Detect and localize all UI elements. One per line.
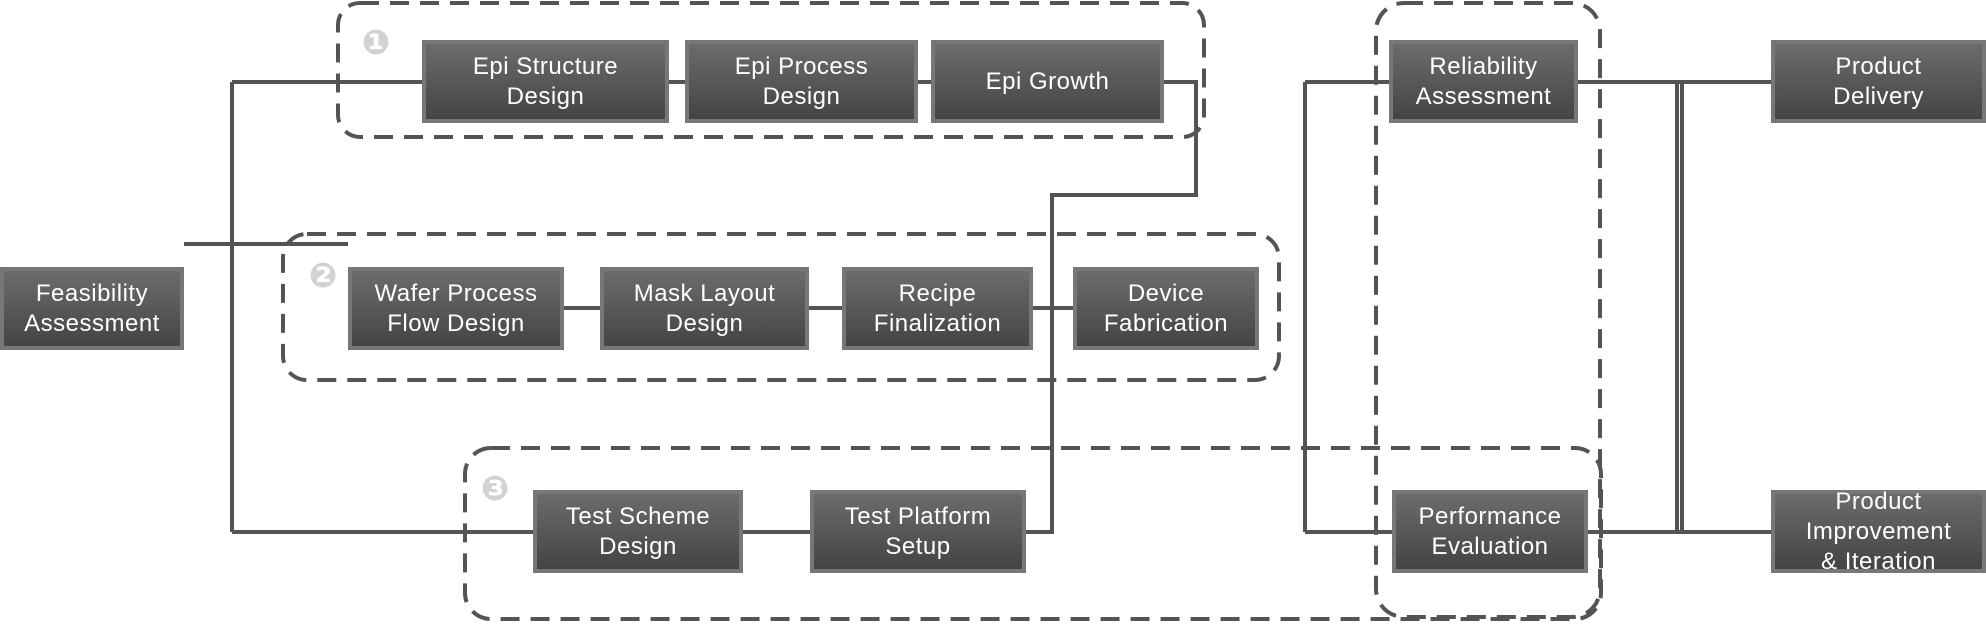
process-box-bg — [0, 267, 184, 350]
process-box-bg — [1771, 490, 1986, 573]
process-box-label: & Iteration — [1821, 548, 1936, 575]
process-box-bg — [1392, 490, 1588, 573]
process-box-bg — [348, 267, 564, 350]
process-box-label: Assessment — [24, 310, 160, 337]
process-box-label: Mask Layout — [634, 280, 776, 307]
process-box-label: Flow Design — [387, 310, 525, 337]
process-box-label: Design — [763, 83, 841, 110]
group-2-marker-icon: ❷ — [309, 257, 338, 295]
process-box-label: Device — [1128, 280, 1204, 307]
process-box-label: Product — [1835, 488, 1921, 515]
process-box-bg — [422, 40, 669, 123]
process-box-label: Evaluation — [1431, 533, 1548, 560]
process-box-label: Setup — [885, 533, 950, 560]
process-box-label: Test Scheme — [566, 503, 710, 530]
process-box-label: Fabrication — [1104, 310, 1228, 337]
process-box-bg — [931, 40, 1164, 123]
process-box-bg — [810, 490, 1026, 573]
process-box-label: Reliability — [1429, 53, 1537, 80]
process-box-label: Recipe — [899, 280, 977, 307]
process-box-bg — [533, 490, 743, 573]
process-box-bg — [1389, 40, 1578, 123]
connector-trunk-to-epi — [230, 80, 533, 534]
process-box-label: Product — [1835, 53, 1921, 80]
process-box-label: Test Platform — [845, 503, 992, 530]
process-box-label: Delivery — [1833, 83, 1924, 110]
process-box-label: Design — [507, 83, 585, 110]
process-box-label: Assessment — [1416, 83, 1552, 110]
process-box-label: Design — [599, 533, 677, 560]
process-box-label: Epi Structure — [473, 53, 618, 80]
process-box-label: Performance — [1419, 503, 1562, 530]
process-box-bg — [842, 267, 1033, 350]
process-box-epi-growth: Epi Growth — [931, 40, 1164, 123]
process-box-label: Design — [666, 310, 744, 337]
process-box-label: Feasibility — [36, 280, 148, 307]
process-box-label: Wafer Process — [375, 280, 538, 307]
group-3-outline — [463, 446, 1603, 621]
group-1-outline — [336, 1, 1206, 139]
process-box-label: Epi Process — [735, 53, 869, 80]
connector-reliability-performance-split — [1303, 80, 1392, 534]
group-3-marker-icon: ❸ — [481, 470, 510, 508]
group-2-outline — [281, 232, 1281, 382]
process-box-label: Finalization — [874, 310, 1001, 337]
connector-epi-growth-to-test-platform — [1026, 80, 1198, 534]
group-1-marker-icon: ❶ — [362, 24, 391, 62]
process-box-label: Epi Growth — [986, 68, 1110, 95]
group-test-column-outline — [1374, 1, 1602, 619]
process-box-label: Improvement — [1806, 518, 1952, 545]
process-box-bg — [1771, 40, 1986, 123]
process-box-bg — [600, 267, 809, 350]
process-box-bg — [1073, 267, 1259, 350]
process-box-bg — [685, 40, 918, 123]
connector-to-delivery-and-improvement — [1578, 80, 1771, 534]
